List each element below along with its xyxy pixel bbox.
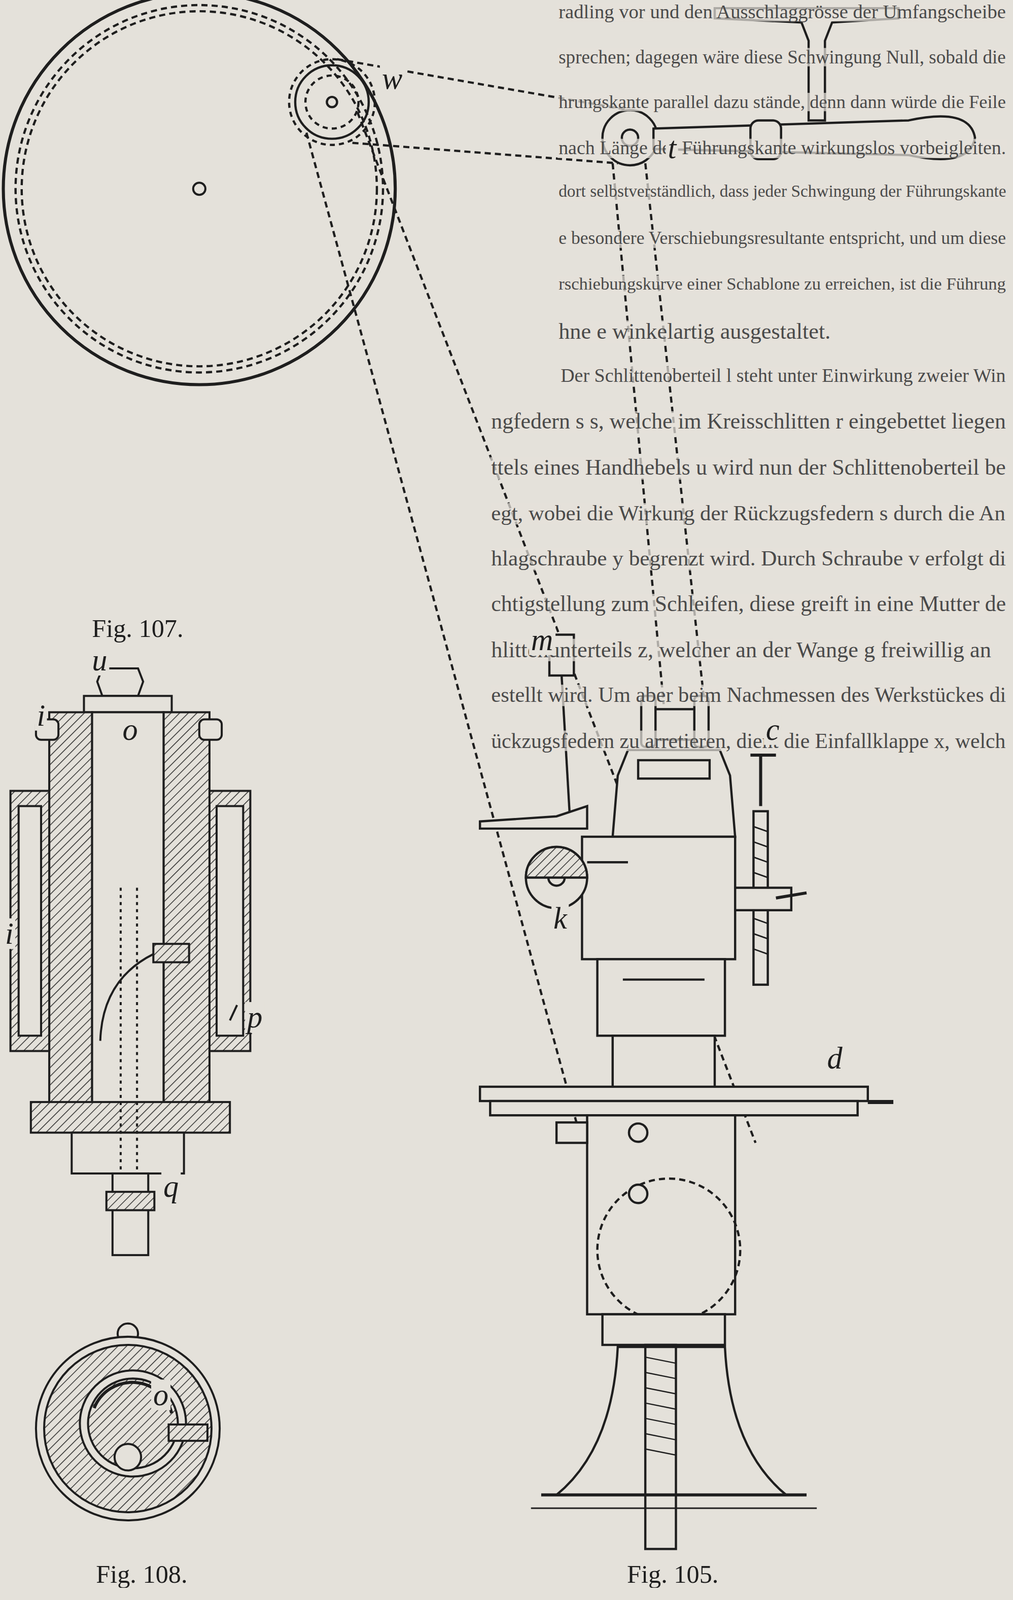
drawing-stroke	[44, 1345, 212, 1513]
body-text-line: hlagschraube y begrenzt wird. Durch Schr…	[490, 548, 1007, 571]
figure-caption: Fig. 108.	[93, 1561, 190, 1588]
callout-letter: d	[825, 1042, 845, 1074]
body-text-line: ngfedern s s, welche im Kreisschlitten r…	[490, 411, 1007, 435]
drawing-stroke	[531, 1507, 817, 1510]
drawing-stroke	[119, 888, 122, 1174]
drawing-stroke	[357, 112, 756, 1143]
drawing-stroke	[867, 1100, 894, 1105]
drawing-stroke	[15, 5, 383, 373]
body-text-line: nach Länge der Führungskante wirkungslos…	[557, 138, 1007, 158]
drawing-stroke	[112, 1173, 149, 1256]
body-text-line: sprechen; dagegen wäre diese Schwingung …	[557, 47, 1007, 67]
callout-letter: o	[151, 1379, 171, 1411]
drawing-stroke	[776, 893, 807, 899]
drawing-stroke	[490, 1101, 858, 1116]
drawing-stroke	[100, 954, 154, 1041]
drawing-stroke	[612, 750, 736, 837]
drawing-stroke	[629, 1184, 648, 1204]
drawing-stroke	[612, 1035, 715, 1093]
drawing-stroke	[581, 836, 736, 960]
callout-letter: c	[763, 714, 782, 745]
body-text-line: dort selbstverständlich, dass jeder Schw…	[557, 184, 1008, 201]
body-text-line: egt, wobei die Wirkung der Rückzugsfeder…	[490, 502, 1007, 525]
callout-letter: m	[529, 624, 556, 655]
body-text-line: hrungskante parallel dazu stände, denn d…	[557, 92, 1007, 112]
callout-letter: p	[245, 1002, 265, 1033]
figure-caption: Fig. 105.	[624, 1561, 721, 1588]
callout-letter: o	[120, 714, 141, 745]
drawing-stroke	[30, 1102, 230, 1133]
body-text-line: hne e winkelartig ausgestaltet.	[557, 320, 832, 343]
drawing-stroke	[209, 790, 251, 1052]
drawing-stroke	[106, 1192, 155, 1211]
drawing-stroke	[193, 182, 206, 195]
fig-107-section	[10, 668, 251, 1256]
callout-letter: i	[34, 700, 48, 731]
drawing-stroke	[153, 944, 189, 963]
body-text-line: hlittenunterteils z, welcher an der Wang…	[490, 639, 993, 662]
drawing-stroke	[526, 847, 588, 878]
drawing-stroke	[479, 1087, 868, 1102]
callout-letter: q	[161, 1171, 181, 1203]
drawing-stroke	[586, 861, 628, 864]
body-text-line: rschiebungskurve einer Schablone zu erre…	[557, 274, 1007, 293]
drawing-stroke	[199, 719, 222, 741]
drawing-stroke	[622, 978, 705, 981]
fig-105-machine	[479, 635, 894, 1550]
drawing-stroke	[645, 1357, 676, 1456]
drawing-stroke	[305, 75, 359, 129]
drawing-stroke	[629, 1123, 648, 1142]
drawing-stroke	[735, 888, 792, 911]
drawing-stroke	[556, 1122, 587, 1143]
drawing-stroke	[71, 1132, 184, 1174]
drawing-stroke	[163, 712, 210, 1121]
body-text-line: chtigstellung zum Schleifen, diese greif…	[490, 594, 1007, 617]
drawing-stroke	[750, 755, 776, 807]
drawing-stroke	[556, 1347, 787, 1496]
drawing-stroke	[3, 0, 396, 386]
drawing-stroke	[306, 132, 582, 1144]
drawing-stroke	[586, 1115, 736, 1315]
drawing-stroke	[49, 712, 93, 1121]
drawing-stroke	[526, 847, 588, 909]
drawing-stroke	[135, 888, 138, 1174]
body-text-line: radling vor und den Ausschlaggrösse der …	[557, 2, 1007, 22]
drawing-stroke	[638, 760, 710, 779]
drawing-stroke	[10, 790, 50, 1052]
drawing-stroke	[479, 806, 587, 829]
callout-letter: t	[666, 132, 679, 164]
body-text-line: Der Schlittenoberteil l steht unter Einw…	[559, 366, 1007, 386]
drawing-stroke	[602, 1314, 725, 1346]
fig-107-pulleys	[3, 0, 976, 1144]
drawing-stroke	[168, 1424, 207, 1442]
drawing-stroke	[289, 59, 375, 146]
body-text-line: ückzugsfedern zu arretieren, dient die E…	[490, 730, 1007, 752]
callout-letter: u	[89, 645, 110, 676]
drawing-stroke	[295, 65, 369, 139]
figure-caption: Fig. 107.	[89, 615, 186, 641]
fig-108-section	[36, 1323, 220, 1521]
drawing-stroke	[541, 1493, 807, 1497]
drawing-stroke	[645, 1345, 676, 1550]
drawing-stroke	[597, 1178, 741, 1322]
drawing-stroke	[92, 712, 164, 1121]
callout-letter: w	[379, 63, 405, 94]
drawing-stroke	[83, 695, 172, 713]
callout-letter: k	[551, 903, 570, 934]
body-text-line: e besondere Verschiebungsresultante ents…	[557, 229, 1007, 249]
drawing-stroke	[326, 96, 337, 108]
drawing-stroke	[597, 959, 726, 1036]
body-text-line: ttels eines Handhebels u wird nun der Sc…	[490, 457, 1007, 480]
callout-letter: i	[3, 918, 16, 950]
drawing-stroke	[229, 1005, 237, 1021]
drawing-stroke	[36, 1337, 220, 1521]
drawing-stroke	[21, 11, 377, 367]
drawing-stroke	[114, 1444, 142, 1471]
body-text-line: estellt wird. Um aber beim Nachmessen de…	[490, 684, 1007, 707]
